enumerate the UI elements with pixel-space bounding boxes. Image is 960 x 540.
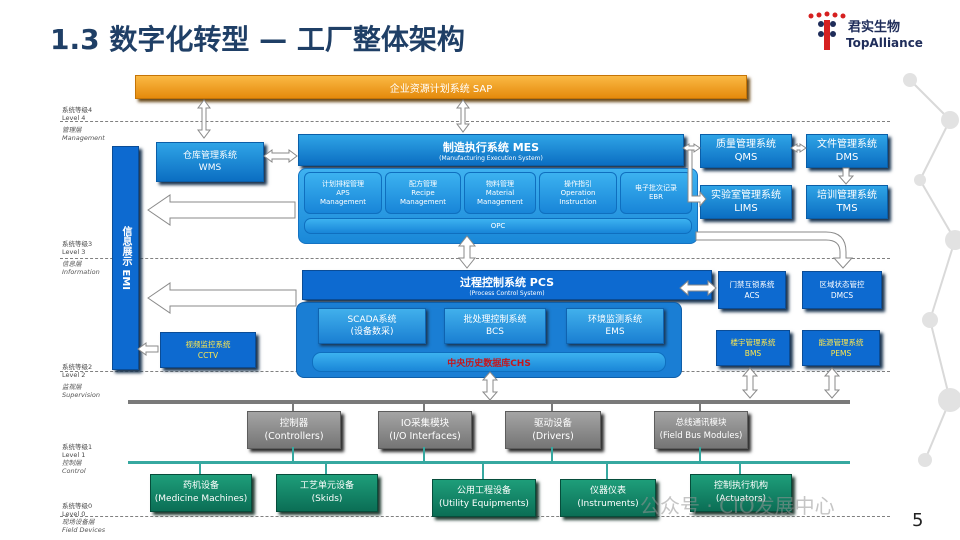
page-number: 5 xyxy=(912,510,924,531)
supervision-bus xyxy=(128,400,850,404)
arrow-qms-dms-icon xyxy=(790,143,807,153)
level4-divider xyxy=(60,121,890,122)
utility-equipments-box[interactable]: 公用工程设备(Utility Equipments) xyxy=(432,479,536,517)
control-bus xyxy=(128,461,850,464)
arrow-pcs-to-emi-icon xyxy=(147,282,297,314)
mes-title: 制造执行系统 MES xyxy=(442,140,540,154)
emi-label: 信息展示 EMI xyxy=(120,226,131,290)
arrow-mes-qms-icon xyxy=(682,143,701,153)
arrow-mes-to-emi-icon xyxy=(147,194,296,226)
wms-box[interactable]: 仓库管理系统 WMS xyxy=(156,142,264,182)
actuators-box[interactable]: 控制执行机构(Actuators) xyxy=(690,474,792,512)
company-logo-icon xyxy=(808,11,846,50)
scada-box[interactable]: SCADA系统(设备数采) xyxy=(318,308,426,344)
opc-bar[interactable]: OPC xyxy=(304,218,692,234)
controllers-box[interactable]: 控制器(Controllers) xyxy=(247,411,341,449)
mes-subtitle: (Manufacturing Execution System) xyxy=(439,154,543,162)
pcs-subtitle: (Process Control System) xyxy=(469,289,545,297)
sap-bar[interactable]: 企业资源计划系统 SAP xyxy=(135,75,747,99)
page-title: 1.3 数字化转型 — 工厂整体架构 xyxy=(50,23,465,56)
instruments-box[interactable]: 仪器仪表(Instruments) xyxy=(560,479,656,517)
arrow-cctv-to-emi-icon xyxy=(137,342,159,356)
level3-divider xyxy=(60,258,890,259)
wms-label: 仓库管理系统 xyxy=(182,151,237,161)
skids-box[interactable]: 工艺单元设备(Skids) xyxy=(276,474,378,512)
arrow-sap-mes-icon xyxy=(456,99,470,133)
logo-text-en: TopAlliance xyxy=(846,36,923,50)
pcs-title-bar[interactable]: 过程控制系统 PCS (Process Control System) xyxy=(302,270,712,300)
arrow-dms-tms-icon xyxy=(837,167,855,185)
fieldbus-box[interactable]: 总线通讯模块(Field Bus Modules) xyxy=(654,411,748,449)
arrow-sap-wms-icon xyxy=(197,99,211,139)
emi-bar[interactable]: 信息展示 EMI xyxy=(112,146,139,370)
sap-label: 企业资源计划系统 SAP xyxy=(389,83,493,95)
molecule-decoration-icon xyxy=(903,73,960,467)
wms-code: WMS xyxy=(198,163,222,173)
arrow-mes-dmcs-icon xyxy=(695,231,854,269)
logo-text-cn: 君实生物 xyxy=(848,20,901,35)
arrow-bms-bus-icon xyxy=(741,367,759,399)
arrow-wms-mes-icon xyxy=(263,149,298,163)
mes-title-bar[interactable]: 制造执行系统 MES (Manufacturing Execution Syst… xyxy=(298,134,684,166)
chs-bar[interactable]: 中央历史数据库CHS xyxy=(312,352,666,372)
watermark: 公众号 · CIO发展中心 xyxy=(640,494,835,518)
pcs-title: 过程控制系统 PCS xyxy=(459,275,555,289)
io-interfaces-box[interactable]: IO采集模块(I/O Interfaces) xyxy=(378,411,472,449)
medicine-machines-box[interactable]: 药机设备(Medicine Machines) xyxy=(150,474,252,512)
arrow-pems-bus-icon xyxy=(823,367,841,399)
drivers-box[interactable]: 驱动设备(Drivers) xyxy=(505,411,601,449)
